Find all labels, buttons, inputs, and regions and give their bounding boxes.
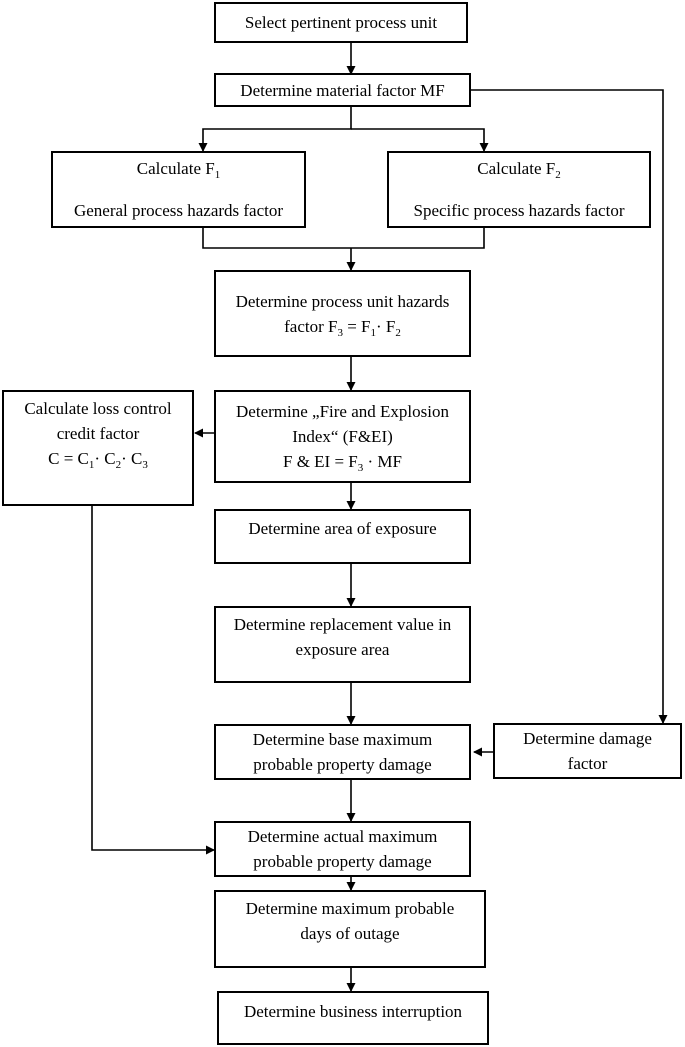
actual-mppd-box: Determine actual maximum probable proper…: [214, 821, 471, 877]
business-interruption-text: Determine business interruption: [243, 1002, 463, 1021]
f1-description: General process hazards factor: [73, 201, 284, 220]
arrow-mf-split-right: [351, 128, 489, 152]
loss-control-credit-box: Calculate loss control credit factor C =…: [2, 390, 194, 506]
calculate-f1-box: Calculate F1 General process hazards fac…: [51, 151, 306, 228]
loss-control-line-2: credit factor: [56, 424, 140, 443]
loss-control-formula: C = C1· C2· C3: [48, 449, 148, 471]
fei-line-2: Index“ (F&EI): [292, 427, 393, 446]
replacement-line-2: exposure area: [295, 640, 390, 659]
outage-line-1: Determine maximum probable: [245, 899, 455, 918]
base-mppd-line-2: probable property damage: [253, 755, 432, 774]
fei-line-1: Determine „Fire and Explosion: [236, 402, 449, 421]
damage-factor-box: Determine damage factor: [493, 723, 682, 779]
base-mppd-line-1: Determine base maximum: [252, 730, 433, 749]
f3-formula: factor F3 = F1· F2: [284, 316, 401, 339]
arrow-loss-control-to-actual: [91, 505, 215, 855]
loss-control-line-1: Calculate loss control: [24, 399, 172, 418]
outage-line-2: days of outage: [300, 924, 400, 943]
days-of-outage-box: Determine maximum probable days of outag…: [214, 890, 486, 968]
area-of-exposure-text: Determine area of exposure: [248, 519, 437, 538]
material-factor-box: Determine material factor MF: [214, 73, 471, 107]
material-factor-text: Determine material factor MF: [240, 80, 445, 100]
f2-title: Calculate F2: [477, 159, 561, 181]
arrow-mf-to-damage-factor: [470, 89, 668, 724]
business-interruption-box: Determine business interruption: [217, 991, 489, 1045]
fire-explosion-index-box: Determine „Fire and Explosion Index“ (F&…: [214, 390, 471, 483]
actual-mppd-line-2: probable property damage: [253, 852, 432, 871]
arrow-f1-f2-merge: [202, 227, 485, 270]
f3-line-1: Determine process unit hazards: [235, 291, 450, 311]
select-process-unit-text: Select pertinent process unit: [244, 13, 438, 32]
fei-formula: F & EI = F3 · MF: [283, 452, 402, 474]
replacement-line-1: Determine replacement value in: [233, 615, 452, 634]
process-unit-hazards-factor-box: Determine process unit hazards factor F3…: [214, 270, 471, 357]
arrow-mf-split-left: [198, 106, 352, 152]
base-mppd-box: Determine base maximum probable property…: [214, 724, 471, 780]
damage-factor-line-1: Determine damage: [523, 729, 652, 748]
select-process-unit-box: Select pertinent process unit: [214, 2, 468, 43]
actual-mppd-line-1: Determine actual maximum: [247, 827, 438, 846]
calculate-f2-box: Calculate F2 Specific process hazards fa…: [387, 151, 651, 228]
replacement-value-box: Determine replacement value in exposure …: [214, 606, 471, 683]
f1-title: Calculate F1: [136, 159, 221, 181]
f2-description: Specific process hazards factor: [413, 201, 625, 220]
damage-factor-line-2: factor: [567, 754, 608, 773]
area-of-exposure-box: Determine area of exposure: [214, 509, 471, 564]
